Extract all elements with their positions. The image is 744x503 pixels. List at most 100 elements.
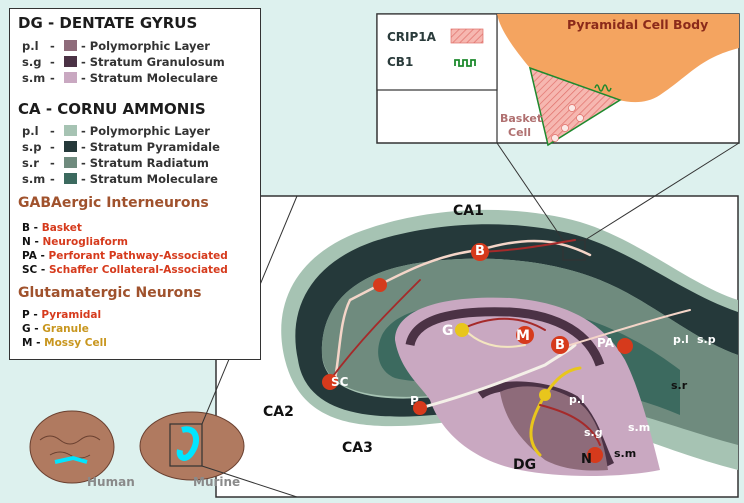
region-ca2: CA2 xyxy=(263,404,294,420)
dg-layer-row: s.m-- Stratum Moleculare xyxy=(22,70,218,86)
soma-pa xyxy=(617,338,633,354)
pyramidal-cell-body xyxy=(497,14,739,103)
murine-brain xyxy=(139,411,245,481)
cell-b-mid: B xyxy=(555,338,565,353)
soma-m xyxy=(516,326,534,344)
cell-b-top: B xyxy=(475,244,485,259)
gaba-cell-abbr: SC - xyxy=(22,264,49,276)
human-brain xyxy=(29,410,115,484)
ca-layer-abbr: s.r xyxy=(22,156,39,170)
layer-sg: s.g xyxy=(584,426,603,439)
cell-n: N xyxy=(581,452,592,467)
layer-sp: s.p xyxy=(697,333,716,346)
ca-pyramidale-band xyxy=(295,224,738,425)
cell-p: P xyxy=(410,394,419,408)
dg-layer-abbr: s.g xyxy=(22,55,42,69)
legend-panel: DG - DENTATE GYRUS p.l-- Polymorphic Lay… xyxy=(9,8,261,360)
cell-pa: PA xyxy=(597,336,614,350)
dg-layer-name: - Polymorphic Layer xyxy=(81,39,210,53)
ca-layer-dash: - xyxy=(50,172,55,186)
dg-layer-dash: - xyxy=(50,55,55,69)
soma-b-mid xyxy=(551,336,569,354)
ca-layer-dash: - xyxy=(50,156,55,170)
gaba-cell-abbr: N - xyxy=(22,236,43,248)
dg-title: DG - DENTATE GYRUS xyxy=(18,14,198,32)
soma-g xyxy=(455,323,469,337)
soma-n xyxy=(587,447,603,463)
ca-title: CA - CORNU AMMONIS xyxy=(18,100,206,118)
layer-pl-ca: p.l xyxy=(673,333,689,346)
gaba-cell-name: Perforant Pathway-Associated xyxy=(48,250,228,262)
dg-layer-dash: - xyxy=(50,39,55,53)
dg-layer-name: - Stratum Granulosum xyxy=(81,55,225,69)
ca-layer-name: - Stratum Radiatum xyxy=(81,156,209,170)
gaba-cell-name: Basket xyxy=(41,222,82,234)
glut-cell-name: Pyramidal xyxy=(41,309,102,321)
gaba-cell-abbr: B - xyxy=(22,222,42,234)
crip1a-label: CRIP1A xyxy=(387,30,436,44)
gaba-title: GABAergic Interneurons xyxy=(18,195,209,211)
ca-layer-abbr: p.l xyxy=(22,124,39,138)
dg-layer-row: p.l- - Polymorphic Layer xyxy=(22,38,210,54)
region-ca1: CA1 xyxy=(453,203,484,219)
soma-sc xyxy=(322,374,338,390)
dg-layer-abbr: p.l xyxy=(22,39,39,53)
neuron-somata xyxy=(322,243,633,463)
cell-g: G xyxy=(442,323,454,339)
brain-human-label: Human xyxy=(87,475,135,489)
cb1-icon-terminal xyxy=(594,84,612,92)
dg-layer-swatch xyxy=(64,72,77,83)
cb1-label: CB1 xyxy=(387,55,414,69)
gaba-cell-row: PA - Perforant Pathway-Associated xyxy=(22,249,228,263)
ca-layer-swatch xyxy=(64,125,77,136)
ca-layer-row: s.p- - Stratum Pyramidale xyxy=(22,139,220,155)
gaba-cell-abbr: PA - xyxy=(22,250,49,262)
pyramidal-cell-body-label: Pyramidal Cell Body xyxy=(567,17,709,32)
glut-cell-abbr: M - xyxy=(22,337,45,349)
cell-sc: SC xyxy=(331,375,349,389)
inset-legend-box xyxy=(376,13,498,91)
basket-label-1: Basket xyxy=(500,112,543,125)
gaba-cell-row: B - Basket xyxy=(22,221,82,235)
dg-layer-row: s.g- - Stratum Granulosum xyxy=(22,54,225,70)
vesicles xyxy=(551,104,584,142)
ca-layer-row: s.r- - Stratum Radiatum xyxy=(22,155,209,171)
soma-ca1-pyr xyxy=(373,278,387,292)
glut-cell-name: Mossy Cell xyxy=(44,337,107,349)
ca-layer-name: - Stratum Pyramidale xyxy=(81,140,220,154)
dg-layer-abbr: s.m xyxy=(22,71,46,85)
brain-murine-label: Murine xyxy=(193,475,241,489)
glut-cell-abbr: G - xyxy=(22,323,43,335)
layer-sr: s.r xyxy=(671,379,688,392)
dg-polymorphic xyxy=(500,386,608,471)
gaba-cell-row: N - Neurogliaform xyxy=(22,235,128,249)
glut-cell-row: P - Pyramidal xyxy=(22,308,101,322)
dg-layer-dash: - xyxy=(50,71,55,85)
glut-title: Glutamatergic Neurons xyxy=(18,285,202,301)
layer-pl-dg: p.l xyxy=(569,393,585,406)
ca-layer-swatch xyxy=(64,157,77,168)
soma-b-top xyxy=(471,243,489,261)
glut-cell-abbr: P - xyxy=(22,309,42,321)
cb1-icon xyxy=(454,59,476,67)
ca-layer-row: s.m- - Stratum Moleculare xyxy=(22,171,218,187)
gaba-cell-name: Schaffer Collateral-Associated xyxy=(48,264,228,276)
layer-sm-dg: s.m xyxy=(614,447,637,460)
layer-sm-ca: s.m xyxy=(628,421,651,434)
region-dg: DG xyxy=(513,457,537,473)
soma-p xyxy=(413,401,427,415)
dg-layer-swatch xyxy=(64,40,77,51)
ca-layer-abbr: s.m xyxy=(22,172,46,186)
ca-layer-abbr: s.p xyxy=(22,140,42,154)
cell-m: M xyxy=(516,328,530,344)
glut-cell-name: Granule xyxy=(42,323,89,335)
ca-layer-swatch xyxy=(64,173,77,184)
crip1a-icon xyxy=(450,28,484,44)
ca-layer-name: - Stratum Moleculare xyxy=(81,172,218,186)
gaba-cell-row: SC - Schaffer Collateral-Associated xyxy=(22,263,228,277)
soma-dg-yellow xyxy=(539,389,551,401)
gaba-cell-name: Neurogliaform xyxy=(42,236,128,248)
basket-label-2: Cell xyxy=(508,126,532,139)
ca-layer-dash: - xyxy=(50,140,55,154)
